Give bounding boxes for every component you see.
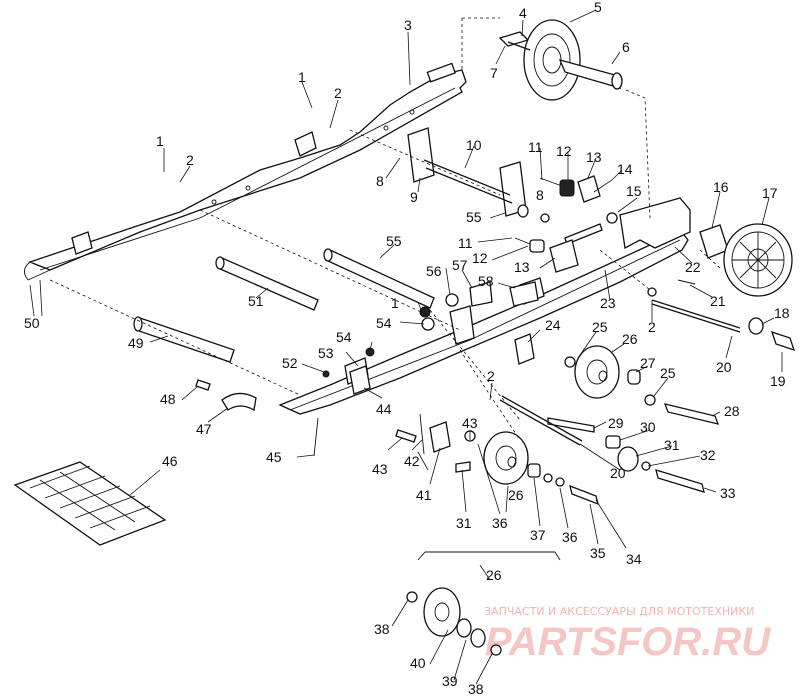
callout-6: 6: [622, 39, 630, 55]
callout-58: 58: [478, 273, 494, 289]
callout-27: 27: [640, 355, 656, 371]
bumper-parts: [195, 379, 257, 412]
upper-rail: [24, 62, 467, 281]
callout-37: 37: [530, 527, 546, 543]
lower-wheel-assembly: [464, 430, 599, 506]
callout-8: 8: [376, 173, 384, 189]
callout-51: 51: [248, 293, 264, 309]
callout-57: 57: [452, 257, 468, 273]
alignment-lines: [49, 17, 721, 441]
callout-10: 10: [466, 137, 482, 153]
callout-42: 42: [404, 453, 420, 469]
callout-2: 2: [186, 152, 194, 168]
callout-22: 22: [685, 259, 701, 275]
callout-43: 43: [462, 415, 478, 431]
callout-14: 14: [617, 161, 633, 177]
side-wheel-assembly: [677, 223, 793, 297]
callout-1: 1: [391, 295, 399, 311]
callout-45: 45: [266, 449, 282, 465]
callout-16: 16: [713, 179, 729, 195]
watermark-tagline: ЗАПЧАСТИ И АКСЕССУАРЫ ДЛЯ МОТОТЕХНИКИ: [484, 605, 754, 618]
left-hardware: [313, 347, 471, 473]
callout-1: 1: [156, 133, 164, 149]
callout-54: 54: [336, 329, 352, 345]
callout-56: 56: [426, 263, 442, 279]
callout-26: 26: [486, 567, 502, 583]
callout-3: 3: [404, 17, 412, 33]
callout-41: 41: [416, 487, 432, 503]
callout-48: 48: [160, 391, 176, 407]
callout-32: 32: [700, 447, 716, 463]
callout-52: 52: [282, 355, 298, 371]
callout-33: 33: [720, 485, 736, 501]
callout-11: 11: [528, 139, 543, 155]
callout-5: 5: [594, 0, 602, 15]
callout-50: 50: [24, 315, 40, 331]
callout-38: 38: [468, 681, 484, 697]
rear-axle-assembly: [498, 19, 623, 101]
callout-55: 55: [386, 233, 402, 249]
callout-26: 26: [622, 331, 638, 347]
callout-1: 1: [298, 69, 306, 85]
callout-18: 18: [774, 305, 790, 321]
callout-11: 11: [458, 235, 473, 251]
callout-24: 24: [545, 317, 561, 333]
callout-9: 9: [410, 189, 418, 205]
leader-lines: [29, 9, 783, 685]
callout-8: 8: [536, 187, 544, 203]
callout-labels: 1 1 1 2 2 2 2 3 4 5 6 7 8 8 9 10 11 11 1…: [24, 0, 790, 697]
callout-12: 12: [556, 143, 572, 159]
callout-13: 13: [514, 259, 530, 275]
callout-46: 46: [162, 453, 178, 469]
callout-36: 36: [492, 515, 508, 531]
callout-53: 53: [318, 345, 334, 361]
callout-43: 43: [372, 461, 388, 477]
long-bolt-assembly: [647, 287, 796, 352]
callout-54: 54: [376, 315, 392, 331]
callout-39: 39: [442, 673, 458, 689]
callout-34: 34: [626, 551, 642, 567]
callout-49: 49: [128, 335, 144, 351]
callout-44: 44: [376, 401, 392, 417]
callout-47: 47: [196, 421, 212, 437]
cross-tubes: [133, 248, 435, 363]
shock-mount-parts: [514, 175, 618, 273]
callout-40: 40: [410, 655, 426, 671]
watermark-brand: PARTSFOR.RU: [485, 620, 771, 664]
callout-31: 31: [456, 515, 472, 531]
callout-15: 15: [626, 183, 642, 199]
callout-7: 7: [490, 65, 498, 81]
callout-20: 20: [610, 465, 626, 481]
callout-30: 30: [640, 419, 656, 435]
callout-29: 29: [608, 415, 624, 431]
callout-25: 25: [592, 319, 608, 335]
lower-bolt-assembly: [499, 395, 705, 493]
callout-13: 13: [586, 149, 602, 165]
callout-2: 2: [487, 368, 495, 384]
callout-12: 12: [472, 250, 488, 266]
center-bracket: [407, 127, 529, 218]
pivot-hardware: [419, 281, 539, 331]
callout-21: 21: [710, 293, 726, 309]
callout-31: 31: [664, 437, 680, 453]
inset-wheel-detail: [406, 551, 561, 656]
callout-36: 36: [562, 529, 578, 545]
callout-4: 4: [519, 5, 527, 21]
slide-plate: [13, 461, 167, 546]
callout-20: 20: [716, 359, 732, 375]
callout-19: 19: [770, 373, 786, 389]
callout-2: 2: [648, 319, 656, 335]
callout-35: 35: [590, 545, 606, 561]
callout-23: 23: [600, 295, 616, 311]
callout-26: 26: [508, 487, 524, 503]
center-wheel-assembly: [514, 333, 720, 425]
callout-55: 55: [466, 209, 482, 225]
callout-17: 17: [762, 185, 778, 201]
callout-25: 25: [660, 365, 676, 381]
callout-2: 2: [334, 85, 342, 101]
callout-38: 38: [374, 621, 390, 637]
callout-28: 28: [724, 403, 740, 419]
